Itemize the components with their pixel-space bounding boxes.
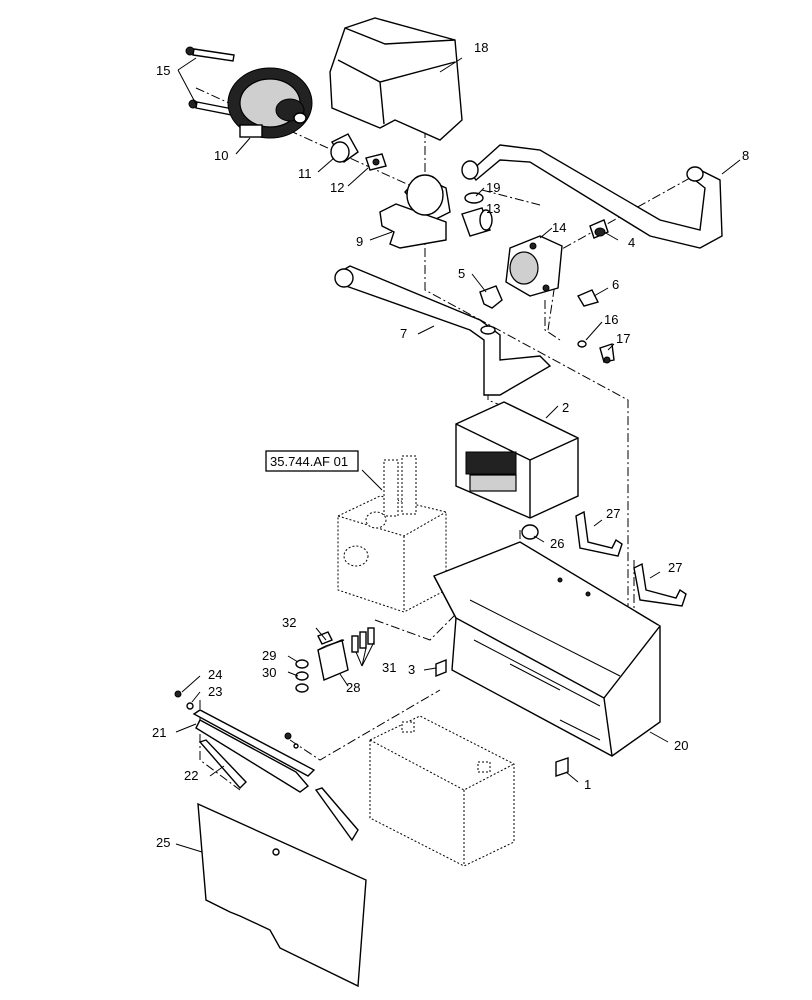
pump-bracket-9 <box>379 174 451 249</box>
reference-link-box[interactable]: 35.744.AF 01 <box>265 450 359 472</box>
control-module-2 <box>455 401 579 519</box>
callout-2: 2 <box>562 400 569 415</box>
hydraulic-tube-8 <box>461 144 723 249</box>
terminal-32 <box>317 631 333 645</box>
callout-32: 32 <box>282 615 296 630</box>
coupling-19 <box>464 192 484 204</box>
fitting-4 <box>589 219 609 239</box>
fuse-holder-28 <box>317 639 349 681</box>
callout-30: 30 <box>262 665 276 680</box>
callout-7: 7 <box>400 326 407 341</box>
callout-1: 1 <box>584 777 591 792</box>
callout-27-lower: 27 <box>668 560 682 575</box>
bolt-15-lower <box>188 99 239 117</box>
callout-17: 17 <box>616 331 630 346</box>
callout-15: 15 <box>156 63 170 78</box>
callout-19: 19 <box>486 180 500 195</box>
callout-31: 31 <box>382 660 396 675</box>
hydraulic-tube-7 <box>334 265 552 396</box>
callout-10: 10 <box>214 148 228 163</box>
callout-13: 13 <box>486 201 500 216</box>
fitting-6 <box>576 289 600 307</box>
callout-28: 28 <box>346 680 360 695</box>
coupling-hub-11 <box>330 133 359 164</box>
callout-5: 5 <box>458 266 465 281</box>
callout-29: 29 <box>262 648 276 663</box>
cover-panel-25 <box>197 802 367 988</box>
bolt-15-upper <box>185 46 235 62</box>
hydraulic-pump-14 <box>505 235 563 297</box>
callout-leaders <box>175 57 741 853</box>
alternator-10 <box>227 67 313 139</box>
strap-27-lower <box>633 562 687 607</box>
rivet-24 <box>174 690 182 698</box>
callout-4: 4 <box>628 235 635 250</box>
fuses-31 <box>351 627 375 653</box>
callout-numbers: 1 2 3 4 5 6 7 8 9 10 11 12 13 14 15 16 1… <box>152 40 749 850</box>
callout-22: 22 <box>184 768 198 783</box>
callout-6: 6 <box>612 277 619 292</box>
spider-insert-12 <box>365 153 387 171</box>
screw-small <box>284 732 299 749</box>
battery-ghost <box>369 715 515 867</box>
hinge-rail-21 <box>192 709 316 793</box>
valve-block-assembly <box>337 455 447 613</box>
strap-27-upper <box>575 510 623 557</box>
callout-21: 21 <box>152 725 166 740</box>
washer-16 <box>577 340 587 348</box>
callout-16: 16 <box>604 312 618 327</box>
callout-12: 12 <box>330 180 344 195</box>
callout-8: 8 <box>742 148 749 163</box>
callout-27-upper: 27 <box>606 506 620 521</box>
bolt-17 <box>599 343 615 364</box>
callout-23: 23 <box>208 684 222 699</box>
reference-label[interactable]: 35.744.AF 01 <box>270 454 348 469</box>
grommet-26 <box>521 524 539 540</box>
callout-14: 14 <box>552 220 566 235</box>
callout-9: 9 <box>356 234 363 249</box>
bolt-3 <box>435 658 447 678</box>
support-rod-22 <box>198 739 359 842</box>
battery-box-20 <box>433 541 661 757</box>
coupling-hub-13 <box>461 207 493 237</box>
callout-26: 26 <box>550 536 564 551</box>
nuts-29-30 <box>295 659 309 693</box>
callout-18: 18 <box>474 40 488 55</box>
callout-20: 20 <box>674 738 688 753</box>
callout-25: 25 <box>156 835 170 850</box>
guard-cover-18 <box>329 17 463 141</box>
bolt-1 <box>555 757 569 777</box>
callout-3: 3 <box>408 662 415 677</box>
callout-11: 11 <box>298 166 312 181</box>
callout-24: 24 <box>208 667 222 682</box>
rivet-23 <box>186 702 194 710</box>
